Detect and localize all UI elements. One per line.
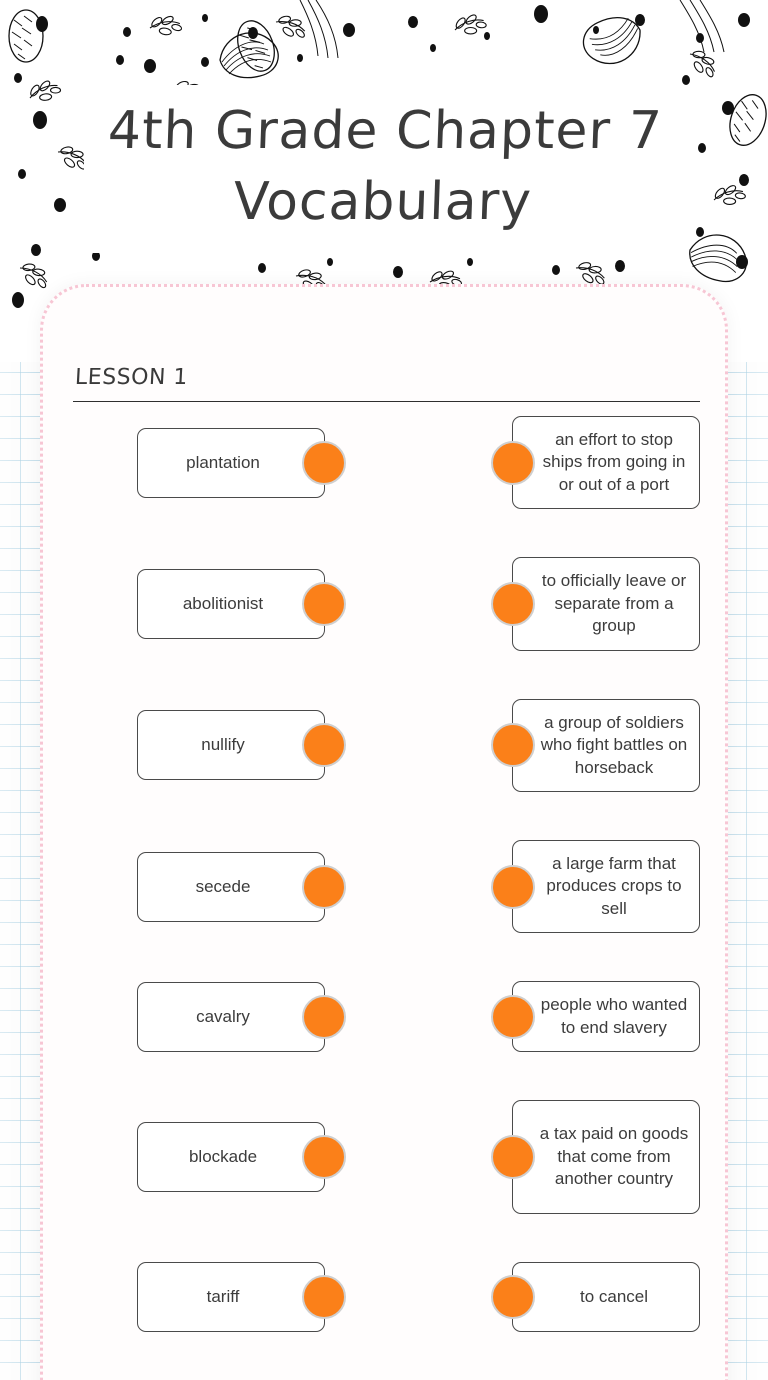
term-label: tariff bbox=[206, 1287, 240, 1307]
definition-cell: to officially leave or separate from a g… bbox=[491, 557, 700, 651]
term-box[interactable]: cavalry bbox=[137, 981, 346, 1052]
matching-row: cavalry people who wanted to end slavery bbox=[73, 981, 700, 1053]
term-label: nullify bbox=[201, 735, 245, 755]
definition-box[interactable]: an effort to stop ships from going in or… bbox=[491, 416, 700, 510]
definition-box[interactable]: to cancel bbox=[491, 1262, 700, 1333]
term-label: secede bbox=[195, 876, 251, 896]
term-connector-dot[interactable] bbox=[302, 723, 346, 768]
definition-cell: a group of soldiers who fight battles on… bbox=[491, 698, 700, 792]
term-connector-dot[interactable] bbox=[302, 440, 346, 485]
term-box[interactable]: secede bbox=[137, 851, 346, 922]
term-label: plantation bbox=[186, 452, 260, 472]
term-connector-dot[interactable] bbox=[302, 581, 346, 626]
term-box[interactable]: plantation bbox=[137, 427, 346, 498]
definition-cell: people who wanted to end slavery bbox=[491, 981, 700, 1053]
definition-cell: a large farm that produces crops to sell bbox=[491, 839, 700, 934]
definition-label: a large farm that produces crops to sell bbox=[546, 853, 682, 918]
definition-box[interactable]: a tax paid on goods that come from anoth… bbox=[491, 1100, 700, 1215]
term-label: blockade bbox=[188, 1147, 258, 1167]
definition-connector-dot[interactable] bbox=[491, 440, 535, 485]
definition-box[interactable]: to officially leave or separate from a g… bbox=[491, 557, 700, 651]
definition-label: a group of soldiers who fight battles on… bbox=[540, 712, 688, 777]
term-cell: nullify bbox=[137, 710, 346, 781]
title-plate bbox=[84, 85, 684, 253]
definition-connector-dot[interactable] bbox=[491, 1275, 535, 1320]
term-connector-dot[interactable] bbox=[302, 864, 346, 909]
definition-cell: an effort to stop ships from going in or… bbox=[491, 416, 700, 510]
definition-connector-dot[interactable] bbox=[491, 864, 535, 909]
page-title-line-1: 4th Grade Chapter 7 bbox=[106, 101, 664, 161]
term-box[interactable]: abolitionist bbox=[137, 568, 346, 639]
definition-connector-dot[interactable] bbox=[491, 1135, 535, 1180]
worksheet-card-content: LESSON 1 plantation an effort to sto bbox=[43, 287, 725, 1380]
definition-label: a tax paid on goods that come from anoth… bbox=[539, 1124, 689, 1189]
term-box[interactable]: tariff bbox=[137, 1262, 346, 1333]
definition-cell: to cancel bbox=[491, 1262, 700, 1333]
worksheet-card: LESSON 1 plantation an effort to sto bbox=[40, 284, 728, 1380]
term-cell: tariff bbox=[137, 1262, 346, 1333]
section-divider bbox=[73, 401, 700, 402]
definition-label: people who wanted to end slavery bbox=[540, 995, 688, 1037]
definition-box[interactable]: people who wanted to end slavery bbox=[491, 981, 700, 1053]
term-connector-dot[interactable] bbox=[302, 994, 346, 1039]
matching-row: nullify a group of soldiers who fight ba… bbox=[73, 698, 700, 792]
matching-row: blockade a tax paid on goods that come f… bbox=[73, 1100, 700, 1215]
term-label: abolitionist bbox=[182, 593, 264, 613]
definition-label: an effort to stop ships from going in or… bbox=[542, 430, 686, 494]
definition-connector-dot[interactable] bbox=[491, 581, 535, 626]
matching-row: abolitionist to officially leave or sepa… bbox=[73, 557, 700, 651]
definition-connector-dot[interactable] bbox=[491, 723, 535, 768]
definition-label: to officially leave or separate from a g… bbox=[541, 571, 687, 636]
page-title-line-2: Vocabulary bbox=[232, 171, 533, 232]
term-connector-dot[interactable] bbox=[302, 1275, 346, 1320]
term-cell: secede bbox=[137, 851, 346, 922]
section-title: LESSON 1 bbox=[74, 365, 189, 390]
matching-row: secede a large farm that produces crops … bbox=[73, 839, 700, 934]
definition-box[interactable]: a group of soldiers who fight battles on… bbox=[491, 698, 700, 792]
term-connector-dot[interactable] bbox=[302, 1135, 346, 1180]
term-box[interactable]: nullify bbox=[137, 710, 346, 781]
term-label: cavalry bbox=[196, 1006, 250, 1026]
page-title: 4th Grade Chapter 7 Vocabulary bbox=[82, 96, 687, 237]
definition-box[interactable]: a large farm that produces crops to sell bbox=[491, 839, 700, 934]
section-lesson-1: LESSON 1 plantation an effort to sto bbox=[73, 287, 700, 1333]
term-cell: blockade bbox=[137, 1122, 346, 1193]
term-cell: plantation bbox=[137, 427, 346, 498]
term-cell: cavalry bbox=[137, 981, 346, 1052]
matching-row: tariff to cancel bbox=[73, 1262, 700, 1333]
matching-rows-lesson-1: plantation an effort to stop ships from … bbox=[73, 416, 700, 1333]
definition-connector-dot[interactable] bbox=[491, 994, 535, 1039]
term-cell: abolitionist bbox=[137, 568, 346, 639]
matching-row: plantation an effort to stop ships from … bbox=[73, 416, 700, 510]
term-box[interactable]: blockade bbox=[137, 1122, 346, 1193]
definition-label: to cancel bbox=[579, 1286, 649, 1306]
definition-cell: a tax paid on goods that come from anoth… bbox=[491, 1100, 700, 1215]
